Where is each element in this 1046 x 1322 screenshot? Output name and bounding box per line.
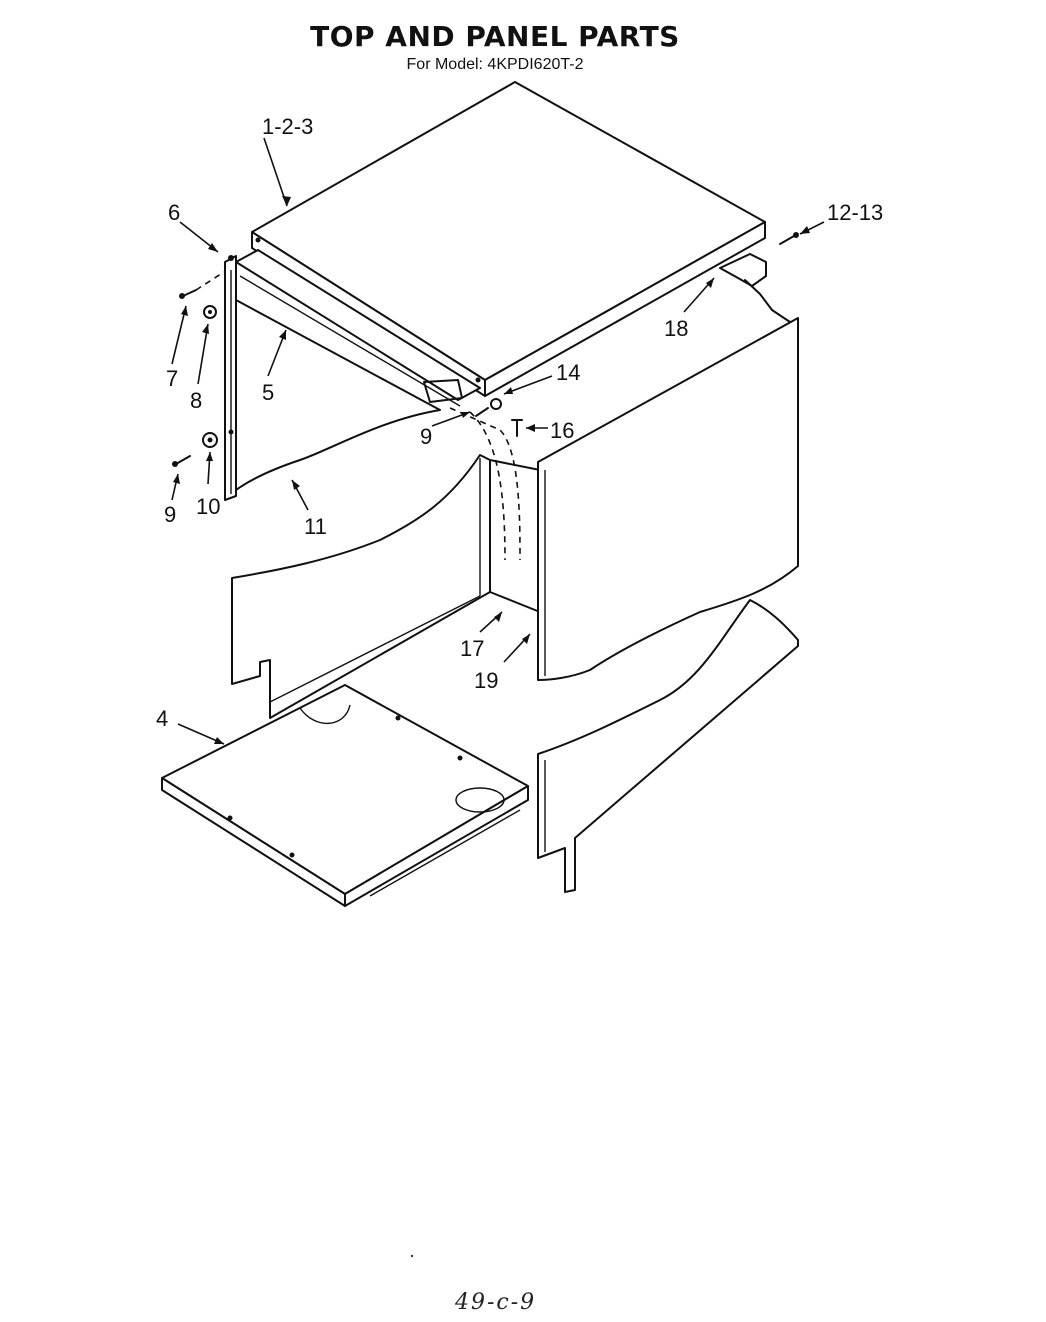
right-side-panel-lower xyxy=(537,599,799,893)
callout-14: 14 xyxy=(556,360,580,385)
right-bracket xyxy=(719,253,791,323)
top-panel xyxy=(251,81,766,397)
callout-19: 19 xyxy=(474,668,498,693)
callout-5: 5 xyxy=(262,380,274,405)
callout-9-upper: 9 xyxy=(420,424,432,449)
screw-12-13 xyxy=(779,232,799,245)
callout-4: 4 xyxy=(156,706,168,731)
model-subtitle: For Model: 4KPDI620T-2 xyxy=(406,56,584,73)
washer-10 xyxy=(202,432,218,448)
callout-6: 6 xyxy=(168,200,180,225)
callout-17: 17 xyxy=(460,636,484,661)
front-rail xyxy=(235,249,481,407)
washer-8 xyxy=(203,305,217,319)
page-title: TOP AND PANEL PARTS xyxy=(310,20,680,53)
screw-7 xyxy=(179,289,197,299)
right-side-panel-upper xyxy=(537,317,799,681)
callout-10: 10 xyxy=(196,494,220,519)
callout-11: 11 xyxy=(304,514,327,539)
left-side-channel xyxy=(224,255,237,501)
rear-panel-edge xyxy=(489,459,541,613)
screw-9-lower xyxy=(172,455,191,467)
callout-7: 7 xyxy=(166,366,178,391)
left-side-panel xyxy=(231,299,491,719)
screw-9-upper xyxy=(475,398,502,417)
bottom-panel xyxy=(161,684,529,907)
callout-18: 18 xyxy=(664,316,688,341)
callout-9-lower: 9 xyxy=(164,502,176,527)
callout-8: 8 xyxy=(190,388,202,413)
callout-12-13: 12-13 xyxy=(827,200,883,225)
callout-16: 16 xyxy=(550,418,574,443)
callout-1-2-3: 1-2-3 xyxy=(262,114,313,139)
handwritten-note: 49-c-9 xyxy=(455,1290,537,1315)
screw-16 xyxy=(511,419,523,437)
